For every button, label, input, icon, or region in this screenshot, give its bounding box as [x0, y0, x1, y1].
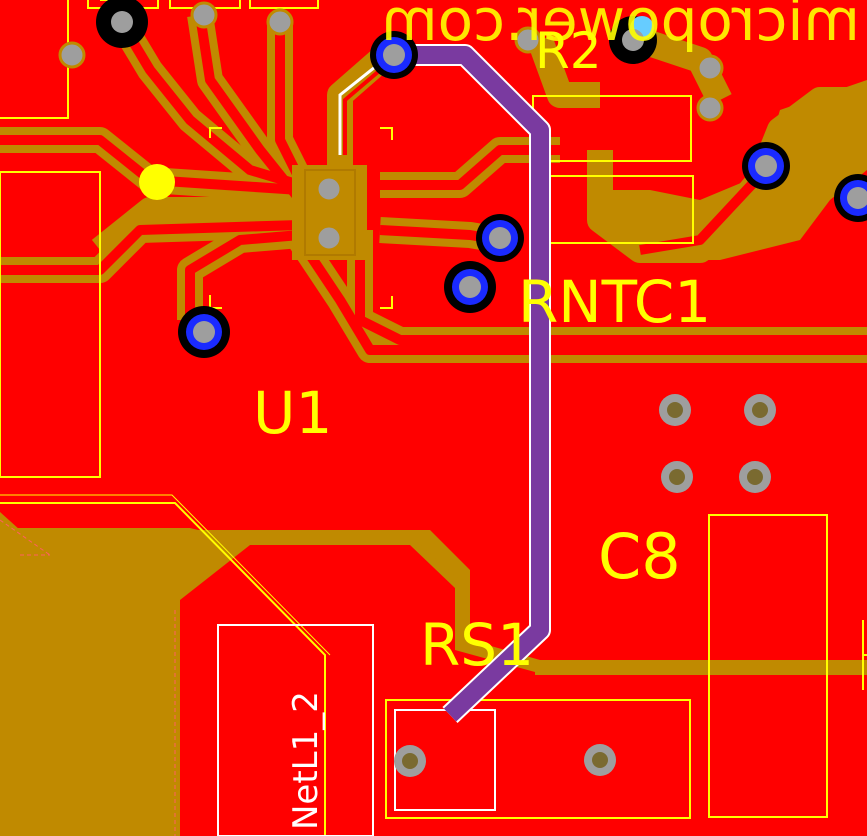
bottom-layer-trace[interactable] — [392, 46, 549, 722]
clearance-right-upper — [600, 80, 867, 260]
drill-hole — [514, 26, 542, 54]
c8-drill-holes — [394, 394, 776, 777]
drill-hole — [266, 8, 294, 36]
drill-hole — [315, 175, 343, 203]
drill-holes — [58, 1, 724, 252]
label-netl1: NetL1_2 — [286, 691, 326, 830]
via[interactable] — [178, 306, 230, 358]
clearance-left-column — [0, 540, 180, 836]
silk-outline-left-block — [0, 171, 101, 478]
label-rntc1: RNTC1 — [518, 268, 711, 336]
silk-netl1-edge — [0, 494, 331, 656]
drill-hole — [696, 94, 724, 122]
drill-hole — [190, 1, 218, 29]
label-r2: R2 — [535, 22, 602, 80]
via[interactable] — [476, 214, 524, 262]
silk-outline-top-left — [0, 0, 69, 119]
label-rs1: RS1 — [420, 611, 534, 679]
via[interactable] — [444, 261, 496, 313]
mirrored-watermark-text: micropower.com — [381, 0, 860, 54]
label-c8: C8 — [598, 520, 681, 593]
silk-rs1-outline — [385, 699, 691, 819]
silk-c8-outline — [708, 514, 828, 818]
ratsnest-line — [338, 53, 391, 155]
pin1-marker-dot — [139, 164, 175, 200]
drill-hole — [58, 41, 86, 69]
via[interactable] — [370, 31, 418, 79]
via[interactable] — [834, 174, 867, 222]
copper-island-c8 — [525, 675, 867, 836]
via[interactable] — [609, 16, 657, 64]
silk-netl1-diagonal — [0, 502, 326, 836]
drill-hole — [315, 224, 343, 252]
via[interactable] — [742, 142, 790, 190]
label-u1: U1 — [253, 379, 332, 447]
ratsnest-line-copper — [343, 58, 394, 155]
via[interactable] — [96, 0, 148, 48]
via-group — [96, 0, 867, 358]
netl1-keepout-outline — [217, 624, 374, 836]
drill-hole — [696, 54, 724, 82]
